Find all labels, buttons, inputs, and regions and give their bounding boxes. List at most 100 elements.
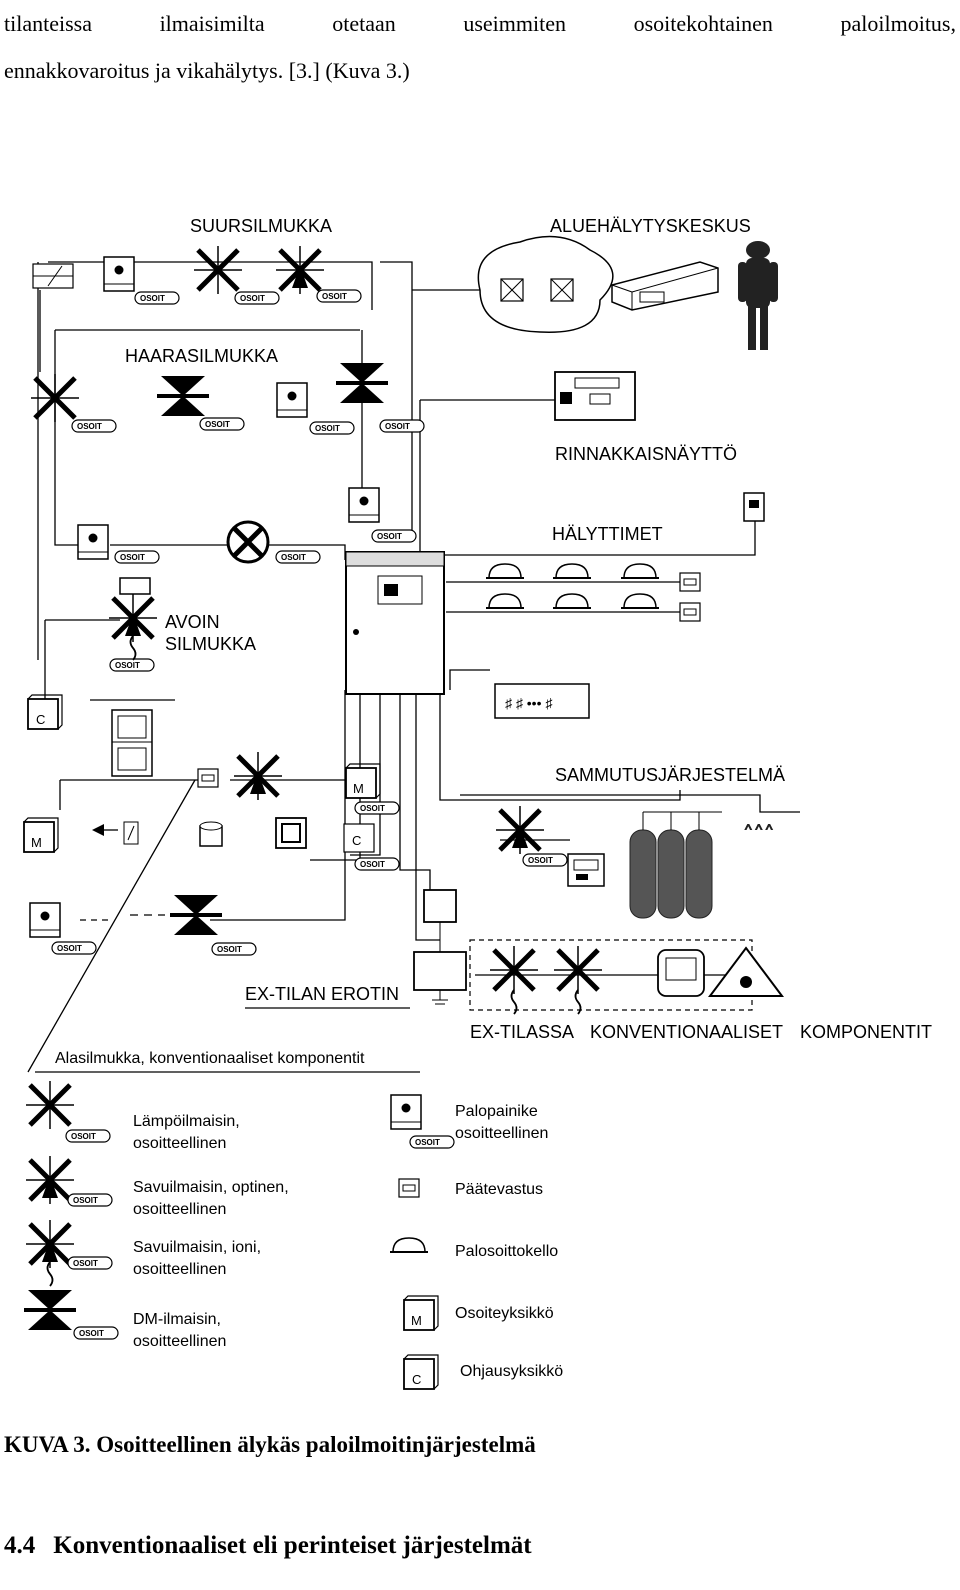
paragraph-line-1: tilanteissa ilmaisimilta otetaan useimmi… (4, 11, 956, 36)
bell-device-icon (199, 821, 223, 847)
label-haarasilmukka: HAARASILMUKKA (125, 346, 278, 366)
end-resistor-top (32, 263, 74, 289)
svg-text:C: C (36, 712, 45, 727)
door-icon (111, 709, 153, 777)
section-heading: 4.4 Konventionaaliset eli perinteiset jär… (4, 1532, 532, 1560)
svg-text:OSOIT: OSOIT (77, 422, 102, 431)
svg-text:OSOIT: OSOIT (360, 804, 385, 813)
intro-paragraph: tilanteissa ilmaisimilta otetaan useimmi… (4, 0, 956, 94)
svg-text:M: M (31, 835, 42, 850)
output-block: ♯ ♯ ••• ♯ (494, 683, 590, 719)
svg-text:OSOIT: OSOIT (385, 422, 410, 431)
beacon-icon (226, 520, 270, 564)
section-number: 4.4 (4, 1532, 36, 1559)
ionization-detector-icon (109, 577, 157, 661)
svg-text:OSOIT: OSOIT (217, 945, 242, 954)
label-halyttimet: HÄLYTTIMET (552, 524, 663, 544)
legend-address-unit: Osoiteyksikkö (455, 1305, 554, 1322)
control-panel (345, 551, 445, 695)
switch-icon (123, 821, 139, 845)
manual-call-point-icon (276, 382, 308, 418)
address-unit-icon: M (23, 817, 59, 853)
control-box-icon (275, 817, 307, 849)
parallel-display (554, 371, 636, 421)
legend: OSOIT Lämpöilmaisin, osoitteellinen OSOI… (22, 1081, 563, 1390)
label-sammutusjarjestelma: SAMMUTUSJÄRJESTELMÄ (555, 765, 785, 785)
svg-text:OSOIT: OSOIT (71, 1132, 96, 1141)
bell-icon (485, 593, 525, 609)
legend-dm-2: osoitteellinen (133, 1333, 226, 1350)
legend-smoke-optical-2: osoitteellinen (133, 1201, 226, 1218)
paragraph-line-2: ennakkovaroitus ja vikahälytys. [3.] (Ku… (4, 58, 410, 83)
end-resistor-icon (679, 602, 701, 622)
legend-heat-2: osoitteellinen (133, 1135, 226, 1152)
bell-icon (485, 563, 525, 579)
svg-text:OSOIT: OSOIT (120, 553, 145, 562)
label-ex-tilassa: EX-TILASSA (470, 1022, 574, 1042)
svg-text:OSOIT: OSOIT (528, 856, 553, 865)
figure-caption: KUVA 3. Osoitteellinen älykäs paloilmoit… (4, 1432, 536, 1457)
svg-text:OSOIT: OSOIT (73, 1196, 98, 1205)
bell-icon (620, 593, 660, 609)
label-rinnakkaisnaytto: RINNAKKAISNÄYTTÖ (555, 444, 737, 464)
svg-text:OSOIT: OSOIT (140, 294, 165, 303)
bell-icon (552, 563, 592, 579)
label-konventionaaliset: KONVENTIONAALISET (590, 1022, 783, 1042)
label-avoin: AVOIN (165, 612, 220, 632)
bell-icon (620, 563, 660, 579)
heat-detector-icon (31, 374, 79, 422)
bell-icon (552, 593, 592, 609)
osoit-tags: OSOIT OSOIT OSOIT OSOIT OSOIT OSOIT OSOI… (51, 289, 568, 956)
manual-call-point-icon (29, 902, 61, 938)
label-silmukka: SILMUKKA (165, 634, 256, 654)
area-alarm-center (477, 235, 719, 333)
ex-barrier-icon (413, 889, 467, 1005)
label-komponentit: KOMPONENTIT (800, 1022, 932, 1042)
legend-manual-2: osoitteellinen (455, 1125, 548, 1142)
smoke-detector-icon (496, 806, 544, 854)
control-unit-icon: C (343, 823, 375, 853)
svg-text:M: M (411, 1313, 422, 1328)
end-resistor-icon (197, 768, 219, 788)
svg-text:C: C (352, 833, 361, 848)
svg-text:OSOIT: OSOIT (315, 424, 340, 433)
svg-text:OSOIT: OSOIT (79, 1329, 104, 1338)
manual-call-point-icon (77, 524, 109, 560)
svg-text:OSOIT: OSOIT (322, 292, 347, 301)
control-unit-icon: C (27, 694, 63, 730)
legend-end-resistor: Päätevastus (455, 1181, 543, 1198)
svg-text:OSOIT: OSOIT (115, 661, 140, 670)
svg-text:OSOIT: OSOIT (415, 1138, 440, 1147)
legend-dm-1: DM-ilmaisin, (133, 1311, 221, 1328)
svg-text:^ ^ ^: ^ ^ ^ (745, 821, 773, 837)
manual-call-point-icon (348, 487, 380, 523)
alarm-device-small (743, 492, 765, 522)
legend-control-unit: Ohjausyksikkö (460, 1363, 563, 1380)
smoke-detector-icon (276, 246, 324, 294)
fire-alarm-system-diagram: SUURSILMUKKA ALUEHÄLYTYSKESKUS HAARASILM… (22, 216, 932, 1390)
dm-detector-icon (168, 893, 224, 937)
label-aluehalytyskeskus: ALUEHÄLYTYSKESKUS (550, 216, 751, 236)
svg-text:OSOIT: OSOIT (73, 1259, 98, 1268)
label-suursilmukka: SUURSILMUKKA (190, 216, 332, 236)
svg-text:M: M (353, 781, 364, 796)
legend-smoke-ion-2: osoitteellinen (133, 1261, 226, 1278)
svg-text:OSOIT: OSOIT (360, 860, 385, 869)
extinguishing-control-icon (567, 853, 605, 887)
svg-text:♯ ♯ ••• ♯: ♯ ♯ ••• ♯ (505, 695, 553, 711)
svg-text:C: C (412, 1372, 421, 1387)
legend-smoke-optical-1: Savuilmaisin, optinen, (133, 1179, 289, 1196)
section-title: Konventionaaliset eli perinteiset järjes… (53, 1532, 532, 1559)
address-unit-icon: M (345, 763, 381, 799)
arrow-left-icon (92, 824, 118, 836)
heat-detector-icon (194, 246, 242, 294)
svg-text:OSOIT: OSOIT (205, 420, 230, 429)
legend-manual-1: Palopainike (455, 1103, 538, 1120)
legend-smoke-ion-1: Savuilmaisin, ioni, (133, 1239, 261, 1256)
label-ex-tilan-erotin: EX-TILAN EROTIN (245, 984, 399, 1004)
svg-text:OSOIT: OSOIT (281, 553, 306, 562)
svg-text:OSOIT: OSOIT (57, 944, 82, 953)
manual-call-point-icon (103, 256, 135, 292)
firefighter-icon (738, 241, 778, 350)
dm-detector-icon (155, 374, 211, 418)
